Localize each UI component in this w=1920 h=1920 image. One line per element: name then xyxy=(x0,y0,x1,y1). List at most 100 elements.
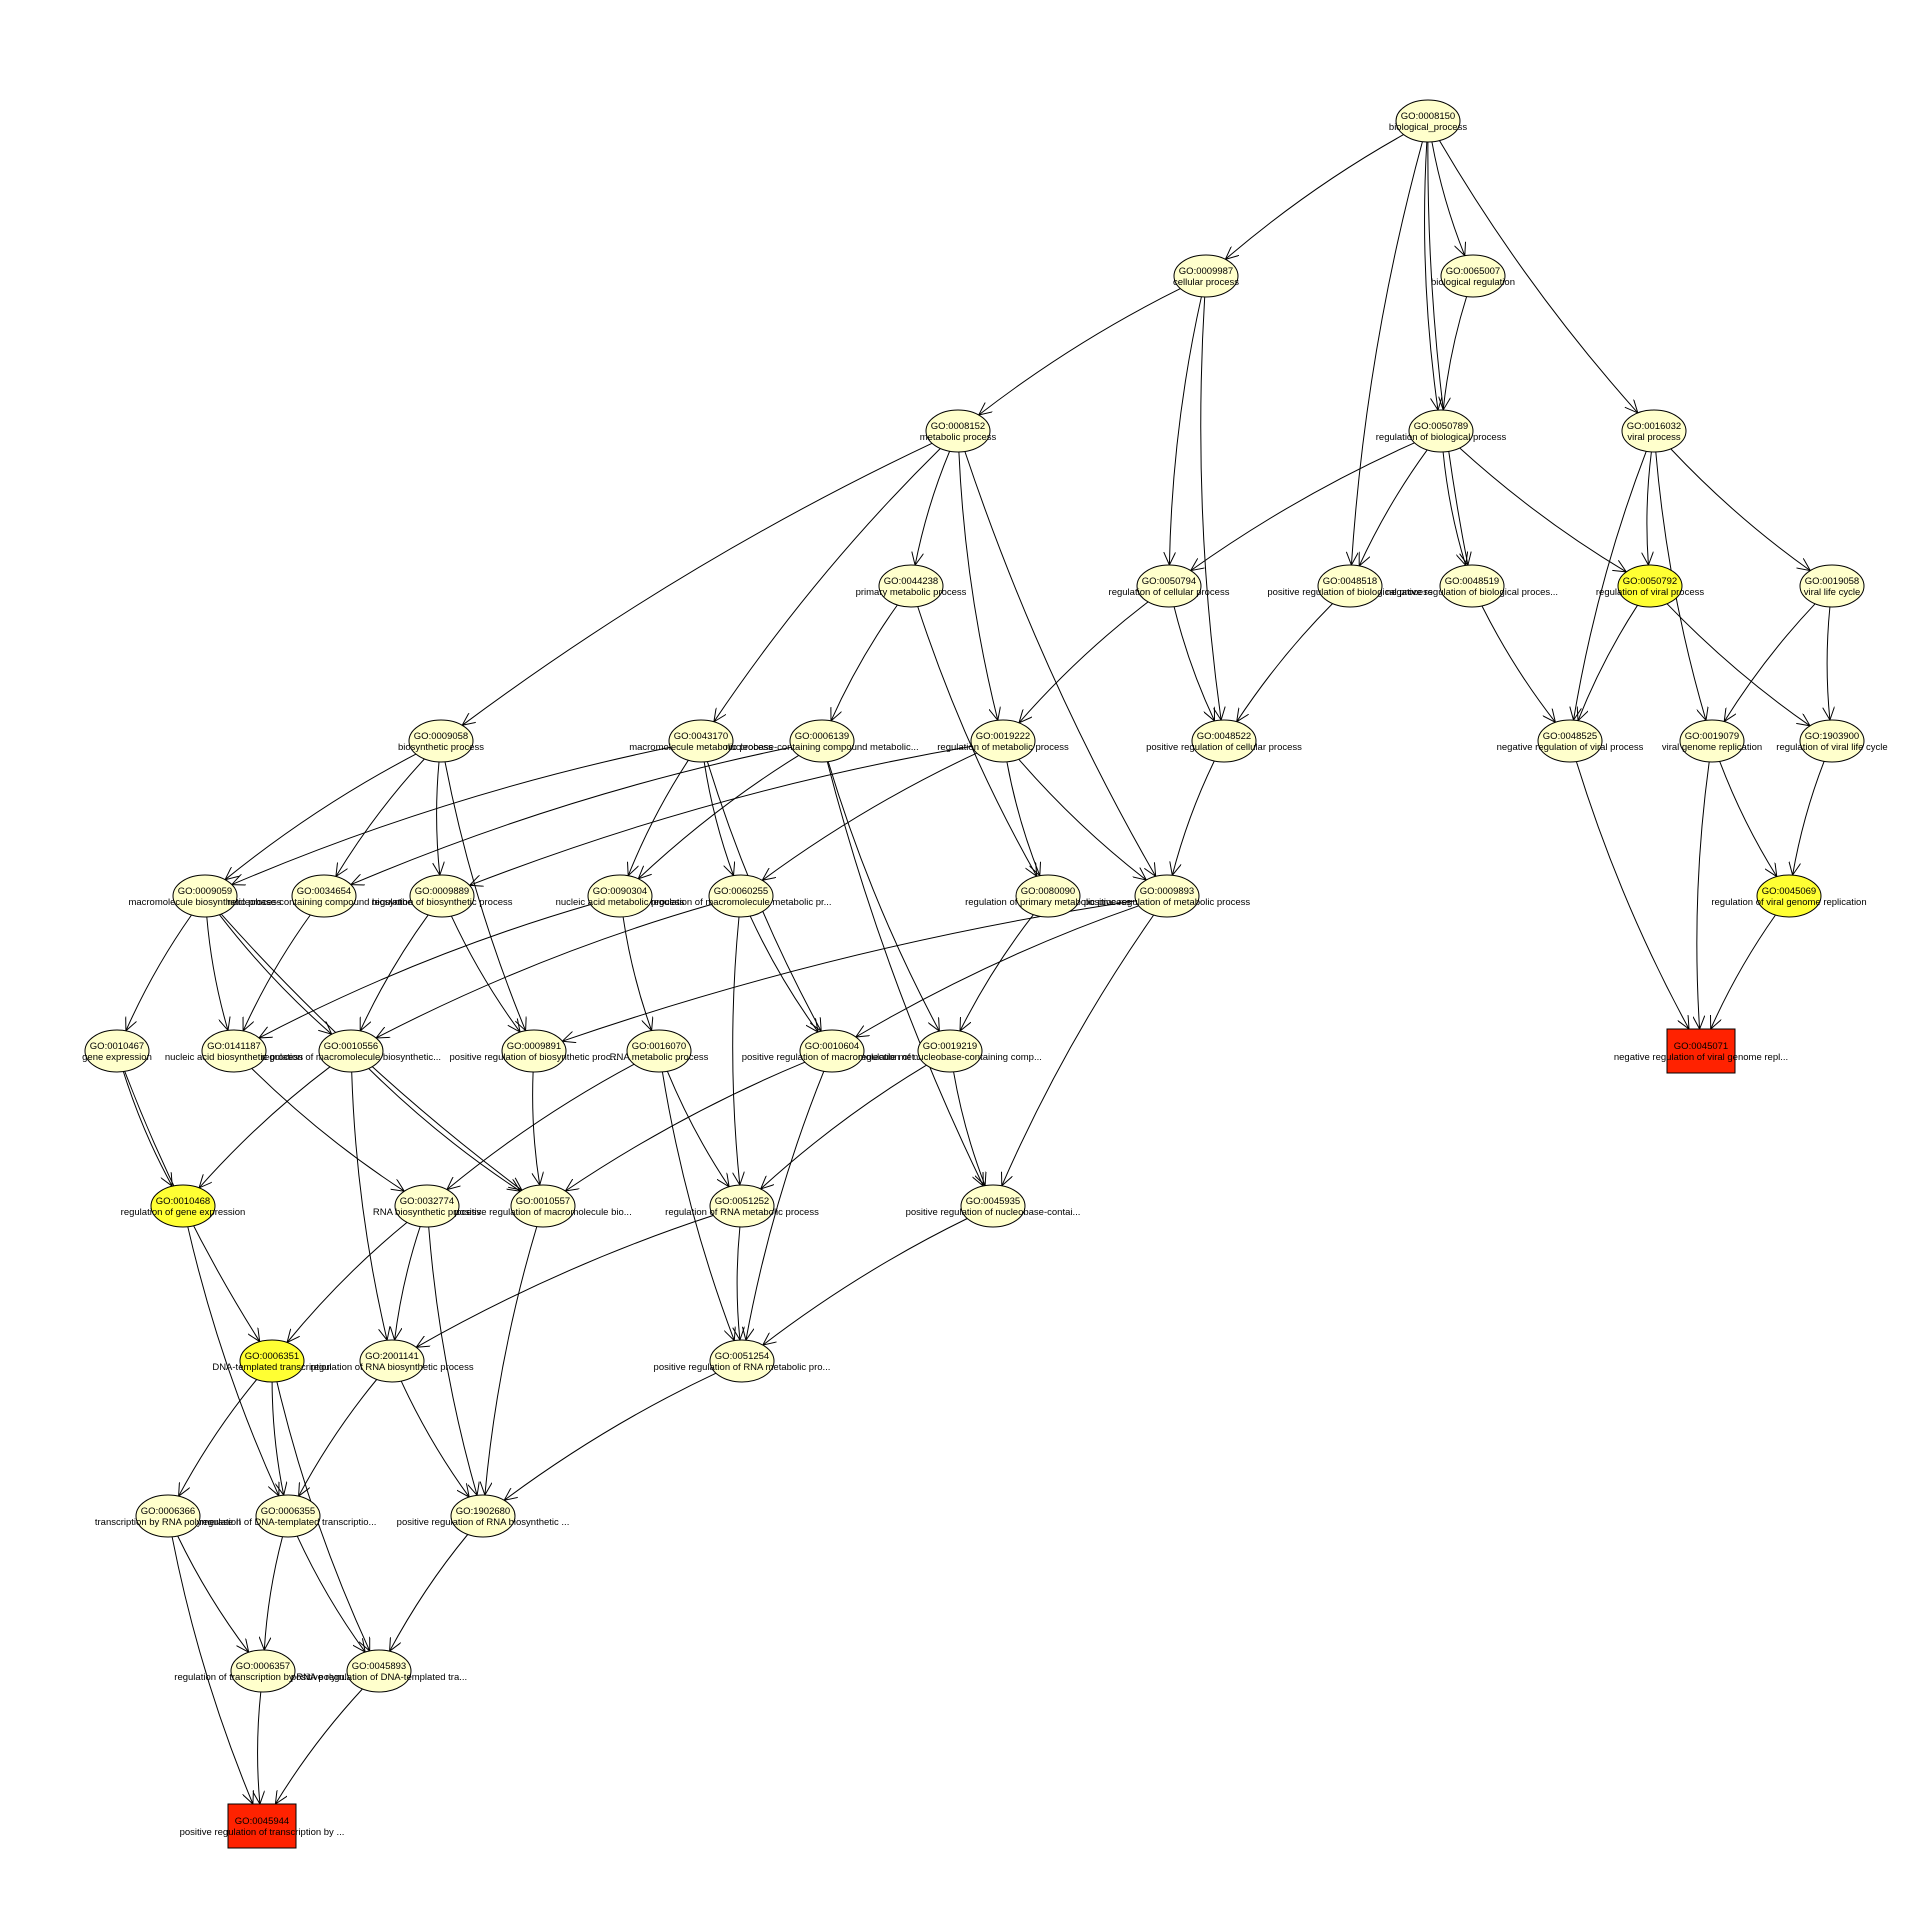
edge-n65007-n50789 xyxy=(1443,296,1468,410)
node-ellipse xyxy=(135,1494,201,1538)
edge-n43170-n60255 xyxy=(703,761,733,876)
node-ellipse xyxy=(409,874,475,918)
node-ellipse xyxy=(359,1339,425,1383)
node-ellipse xyxy=(394,1184,460,1228)
node-ellipse xyxy=(1317,564,1383,608)
node-ellipse xyxy=(709,1339,775,1383)
edge-n51252-n51254 xyxy=(737,1226,740,1340)
edge-n10556-n10468 xyxy=(199,1066,331,1188)
node-ellipse xyxy=(346,1649,412,1693)
edge-n51254-n1902680 xyxy=(504,1372,717,1500)
node-term-label: transcription by RNA polymerase II xyxy=(95,1517,241,1528)
node-term-label: regulation of primary metabolic process xyxy=(965,897,1131,908)
node-term-label: nucleobase-containing compound metabolic… xyxy=(725,742,918,753)
node-rect xyxy=(1666,1028,1736,1074)
node-ellipse xyxy=(1395,99,1461,143)
edge-n90304-n141187 xyxy=(259,904,591,1038)
edge-n50792-n48525 xyxy=(1578,605,1638,720)
node-term-label: regulation of viral genome replication xyxy=(1711,897,1866,908)
edge-n6139-n90304 xyxy=(638,754,799,878)
node-id-label: GO:0006351 xyxy=(245,1351,299,1362)
node-id-label: GO:0019058 xyxy=(1805,576,1859,587)
edge-n6355-n45893 xyxy=(296,1535,365,1652)
node-ellipse xyxy=(925,409,991,453)
node-term-label: biosynthetic process xyxy=(398,742,484,753)
node-id-label: GO:0010604 xyxy=(805,1041,859,1052)
node-id-label: GO:1902680 xyxy=(456,1506,510,1517)
edge-n10604-n10557 xyxy=(565,1061,806,1191)
node-id-label: GO:0048525 xyxy=(1543,731,1597,742)
edge-n8150-n16032 xyxy=(1439,140,1638,413)
node-ellipse xyxy=(970,719,1036,763)
node-ellipse xyxy=(84,1029,150,1073)
edge-n48522-n9893 xyxy=(1172,760,1215,875)
edge-n9987-n50794 xyxy=(1169,296,1202,565)
edge-n6139-n34654 xyxy=(351,746,792,884)
edge-n90304-n16070 xyxy=(622,916,652,1031)
node-id-label: GO:0006355 xyxy=(261,1506,315,1517)
edge-n9889-n9891 xyxy=(450,915,520,1032)
node-term-label: regulation of viral process xyxy=(1596,587,1704,598)
edge-n19079-n45069 xyxy=(1719,761,1777,876)
edge-n50789-n50794 xyxy=(1191,442,1415,571)
node-id-label: GO:0009987 xyxy=(1179,266,1233,277)
node-layer: GO:0008150biological_processGO:0009987ce… xyxy=(82,99,1888,1849)
node-ellipse xyxy=(1756,874,1822,918)
edge-n60255-n51252 xyxy=(732,916,740,1185)
node-ellipse xyxy=(1191,719,1257,763)
node-ellipse xyxy=(230,1649,296,1693)
edge-n19222-n60255 xyxy=(762,752,978,880)
edge-n6139-n45935 xyxy=(826,761,983,1186)
node-ellipse xyxy=(255,1494,321,1538)
node-term-label: biological regulation xyxy=(1431,277,1515,288)
edge-n8150-n48518 xyxy=(1351,141,1423,565)
node-ellipse xyxy=(510,1184,576,1228)
edge-n45935-n51254 xyxy=(763,1218,968,1346)
node-term-label: macromolecule metabolic process xyxy=(629,742,773,753)
node-term-label: primary metabolic process xyxy=(856,587,967,598)
edge-n6357-n45944 xyxy=(258,1691,261,1804)
node-term-label: negative regulation of viral genome repl… xyxy=(1614,1052,1788,1063)
node-id-label: GO:0045069 xyxy=(1762,886,1816,897)
node-term-label: DNA-templated transcription xyxy=(212,1362,331,1373)
node-ellipse xyxy=(668,719,734,763)
edge-n60255-n10556 xyxy=(376,903,712,1038)
node-ellipse xyxy=(1799,564,1865,608)
node-id-label: GO:0045944 xyxy=(235,1816,289,1827)
node-rect xyxy=(227,1803,297,1849)
edge-n1903900-n45069 xyxy=(1793,761,1825,875)
node-term-label: regulation of RNA metabolic process xyxy=(665,1207,819,1218)
node-id-label: GO:0048518 xyxy=(1323,576,1377,587)
node-term-label: negative regulation of viral process xyxy=(1497,742,1644,753)
node-id-label: GO:0141187 xyxy=(207,1041,261,1052)
edge-n19222-n80090 xyxy=(1006,761,1040,876)
node-ellipse xyxy=(239,1339,305,1383)
node-id-label: GO:2001141 xyxy=(365,1351,419,1362)
node-term-label: positive regulation of metabolic process xyxy=(1084,897,1251,908)
node-id-label: GO:0008150 xyxy=(1401,111,1455,122)
node-term-label: positive regulation of macromolecule met… xyxy=(742,1052,923,1063)
node-id-label: GO:0006366 xyxy=(141,1506,195,1517)
edge-n16070-n51254 xyxy=(661,1071,734,1341)
edge-n9893-n45935 xyxy=(1002,914,1155,1186)
node-id-label: GO:0019222 xyxy=(976,731,1030,742)
node-id-label: GO:0080090 xyxy=(1021,886,1075,897)
edge-n19219-n45935 xyxy=(953,1071,986,1186)
node-id-label: GO:0009889 xyxy=(415,886,469,897)
edge-n80090-n19219 xyxy=(960,914,1034,1031)
node-ellipse xyxy=(789,719,855,763)
